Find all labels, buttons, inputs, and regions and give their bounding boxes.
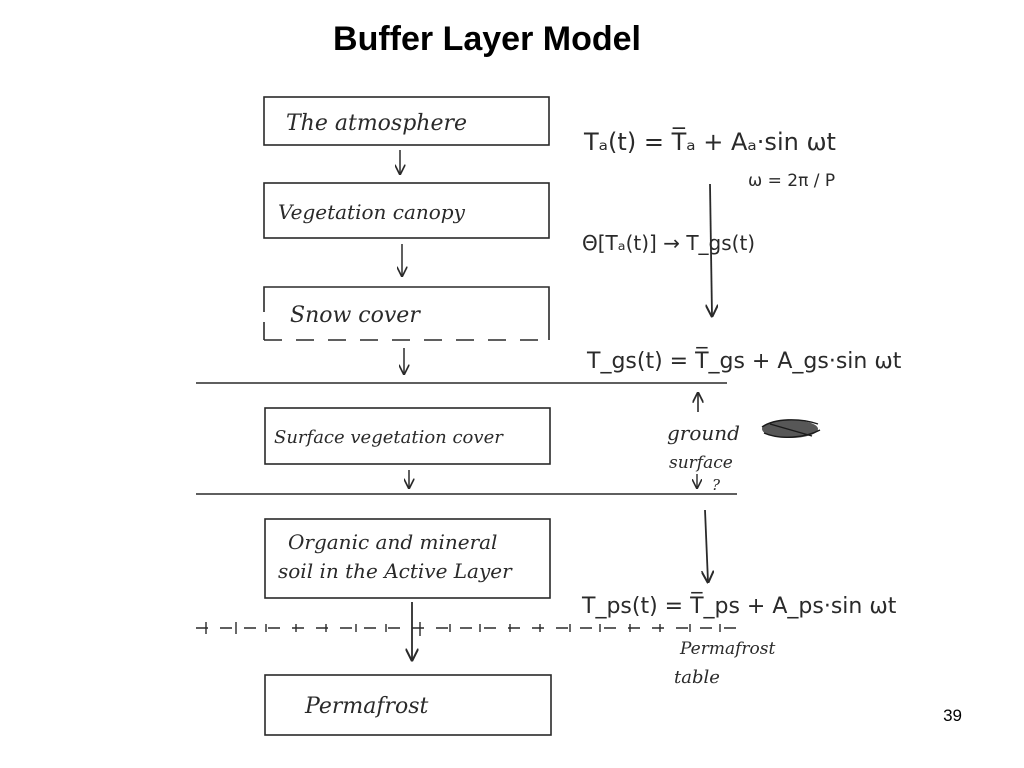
annotation-surface: surface [669, 453, 733, 473]
layer-box-atmosphere: The atmosphere [263, 96, 550, 146]
layer-label-snow-cover: Snow cover [290, 303, 421, 328]
arrow-atmosphere-to-ground-flux [710, 183, 712, 316]
layer-label-surface-vegetation: Surface vegetation cover [274, 427, 504, 448]
equation-air-temperature: Tₐ(t) = T̅ₐ + Aₐ·sin ωt [583, 127, 836, 156]
annotation-permafrost-table-line1: Permafrost [679, 639, 775, 659]
slide-title: Buffer Layer Model [333, 20, 641, 58]
equation-transfer-function: Θ[Tₐ(t)] → T_gs(t) [582, 231, 755, 255]
equation-omega: ω = 2π / P [748, 171, 835, 191]
annotation-permafrost-table-line2: table [674, 667, 720, 688]
layer-label-permafrost: Permafrost [304, 694, 429, 719]
arrow-ground-to-permafrost-flux [705, 509, 708, 582]
layer-label-atmosphere: The atmosphere [286, 111, 467, 136]
annotation-ground: ground [667, 421, 740, 445]
layer-box-vegetation-canopy: Vegetation canopy [263, 182, 550, 239]
layer-label-vegetation-canopy: Vegetation canopy [278, 200, 466, 224]
permafrost-table-line [196, 622, 740, 636]
equation-ground-surface-temperature: T_gs(t) = T̅_gs + A_gs·sin ωt [586, 347, 902, 374]
scribble-mark [761, 419, 821, 438]
layer-label-active-layer-line1: Organic and mineral [288, 530, 497, 554]
layer-box-snow-cover: Snow cover [263, 286, 550, 341]
annotation-question-mark: ? [712, 476, 721, 494]
layer-box-active-layer: Organic and mineral soil in the Active L… [264, 518, 551, 599]
layer-box-surface-vegetation: Surface vegetation cover [264, 407, 551, 465]
layer-label-active-layer-line2: soil in the Active Layer [278, 559, 513, 583]
equation-permafrost-surface-temperature: T_ps(t) = T̅_ps + A_ps·sin ωt [581, 592, 897, 619]
slide-number: 39 [943, 706, 962, 725]
layer-box-permafrost: Permafrost [264, 674, 552, 736]
